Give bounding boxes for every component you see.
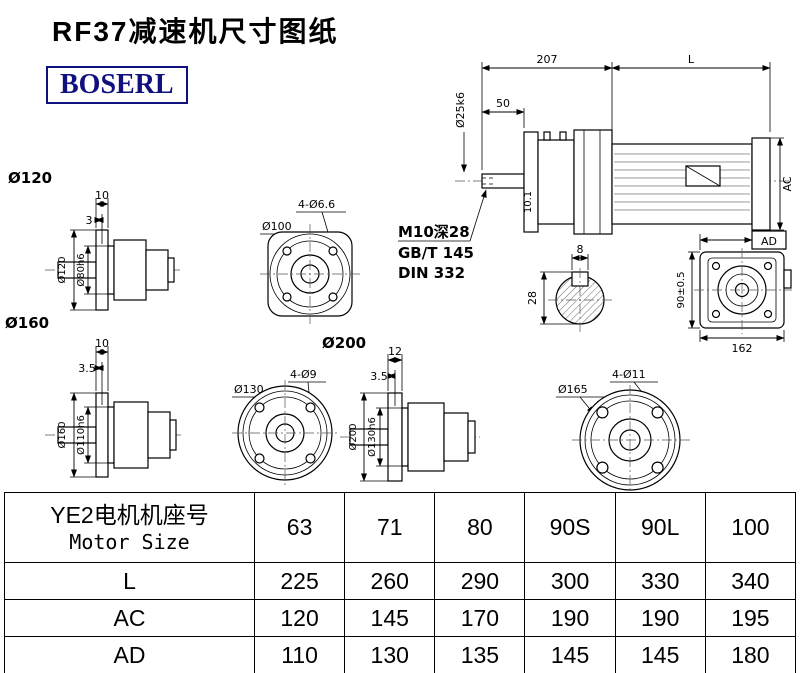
cell-AC-100: 195 [704, 599, 797, 637]
unit200-dim2: 3.5 [370, 370, 388, 383]
main-assembly-view: 207 L 50 Ø25k6 10.1 AC M10深28 GB/T 145 D… [398, 53, 794, 282]
unit200-title: Ø200 [322, 334, 366, 352]
unit120-dim2: 3 [86, 214, 93, 227]
row-label-L: L [4, 562, 255, 600]
motor-size-header-en: Motor Size [69, 530, 190, 555]
unit160-title: Ø160 [5, 314, 49, 332]
unit160-inner-dia: Ø110h6 [75, 415, 87, 455]
cell-L-90L: 330 [614, 562, 706, 600]
unit160-flange [95, 392, 109, 478]
fan-cowl [751, 137, 771, 231]
gearbox-flange [523, 131, 539, 233]
flange130-holes-label: 4-Ø9 [290, 368, 317, 381]
shaft-section-view: 8 28 [526, 243, 614, 334]
flange100-circle-label: Ø100 [262, 220, 292, 233]
cell-AD-100: 180 [704, 636, 797, 673]
unit200-outer-dia: Ø200 [347, 424, 359, 451]
standard2-label: DIN 332 [398, 264, 465, 282]
dim-AC: AC [781, 176, 794, 191]
AD-label-box [751, 230, 787, 250]
unit160-view: Ø160 10 3.5 Ø160 Ø110h6 [5, 314, 182, 478]
unit200-inner-dia: Ø130h6 [366, 417, 378, 457]
flange165-view: Ø165 4-Ø11 [556, 368, 690, 491]
dim-10-1: 10.1 [523, 191, 534, 213]
cell-AC-63: 120 [253, 599, 346, 637]
column-63: 63 [253, 492, 346, 563]
unit160-dim2: 3.5 [78, 362, 96, 375]
dim-90: 90±0.5 [676, 271, 687, 308]
column-80: 80 [434, 492, 526, 563]
dim-162: 162 [732, 342, 753, 355]
cell-AC-80: 170 [434, 599, 526, 637]
motor-size-header-cn: YE2电机机座号 [50, 501, 209, 528]
shaft-dia-label: Ø25k6 [454, 92, 467, 128]
flange130-view: Ø130 4-Ø9 [232, 368, 338, 486]
key-height-dim: 28 [526, 291, 539, 305]
cell-AC-90S: 190 [524, 599, 616, 637]
row-label-AD: AD [4, 636, 255, 673]
column-90L: 90L [614, 492, 706, 563]
cell-L-63: 225 [253, 562, 346, 600]
dimension-table: YE2电机机座号 Motor Size 63 71 80 90S 90L 100… [4, 492, 797, 673]
cell-AD-90S: 145 [524, 636, 616, 673]
unit120-title: Ø120 [8, 169, 52, 187]
cell-AD-71: 130 [344, 636, 436, 673]
cell-AC-71: 145 [344, 599, 436, 637]
rear-view: AD 90±0.5 162 [676, 230, 792, 355]
page-title: RF37减速机尺寸图纸 [52, 16, 339, 47]
drawing-canvas: Ø120 10 3 Ø120 Ø80h6 4-Ø6.6 Ø100 [5, 53, 794, 491]
unit200-flange [387, 392, 403, 482]
dim-207: 207 [537, 53, 558, 66]
unit120-dim1: 10 [95, 189, 109, 202]
unit120-outer-dia: Ø120 [56, 257, 68, 284]
cell-L-80: 290 [434, 562, 526, 600]
motor-body [611, 143, 753, 225]
table-row-L: L 225 260 290 300 330 340 [4, 562, 797, 600]
cell-AC-90L: 190 [614, 599, 706, 637]
cell-AD-80: 135 [434, 636, 526, 673]
cell-L-90S: 300 [524, 562, 616, 600]
flange100-view: 4-Ø6.6 Ø100 [260, 198, 360, 324]
unit120-view: Ø120 10 3 Ø120 Ø80h6 [8, 169, 180, 311]
flange165-holes-label: 4-Ø11 [612, 368, 646, 381]
motor-size-header: YE2电机机座号 Motor Size [4, 492, 255, 563]
tap-hole-label: M10深28 [398, 223, 470, 241]
dim-AD: AD [761, 235, 777, 248]
column-100: 100 [704, 492, 797, 563]
terminal-tab [783, 269, 792, 289]
unit160-outer-dia: Ø160 [56, 422, 68, 449]
table-row-AD: AD 110 130 135 145 145 180 [4, 636, 797, 673]
table-header-row: YE2电机机座号 Motor Size 63 71 80 90S 90L 100 [4, 492, 797, 563]
table-row-AC: AC 120 145 170 190 190 195 [4, 599, 797, 637]
column-90S: 90S [524, 492, 616, 563]
cell-L-100: 340 [704, 562, 797, 600]
flange100-holes-label: 4-Ø6.6 [298, 198, 335, 211]
brand-logo: BOSERL [46, 66, 188, 104]
column-71: 71 [344, 492, 436, 563]
output-shaft [481, 173, 525, 189]
cell-AD-90L: 145 [614, 636, 706, 673]
row-label-AC: AC [4, 599, 255, 637]
cell-L-71: 260 [344, 562, 436, 600]
unit200-view: Ø200 12 3.5 Ø200 Ø130h6 [322, 334, 480, 482]
unit200-dim1: 12 [388, 345, 402, 358]
gearbox-housing [537, 139, 575, 225]
dim-L: L [688, 53, 695, 66]
unit160-dim1: 10 [95, 337, 109, 350]
unit120-inner-dia: Ø80h6 [75, 253, 87, 286]
flange165-dia-label: Ø165 [558, 383, 588, 396]
standard1-label: GB/T 145 [398, 244, 474, 262]
flange130-dia-label: Ø130 [234, 383, 264, 396]
cell-AD-63: 110 [253, 636, 346, 673]
dim-50: 50 [496, 97, 510, 110]
key-width-dim: 8 [577, 243, 584, 256]
